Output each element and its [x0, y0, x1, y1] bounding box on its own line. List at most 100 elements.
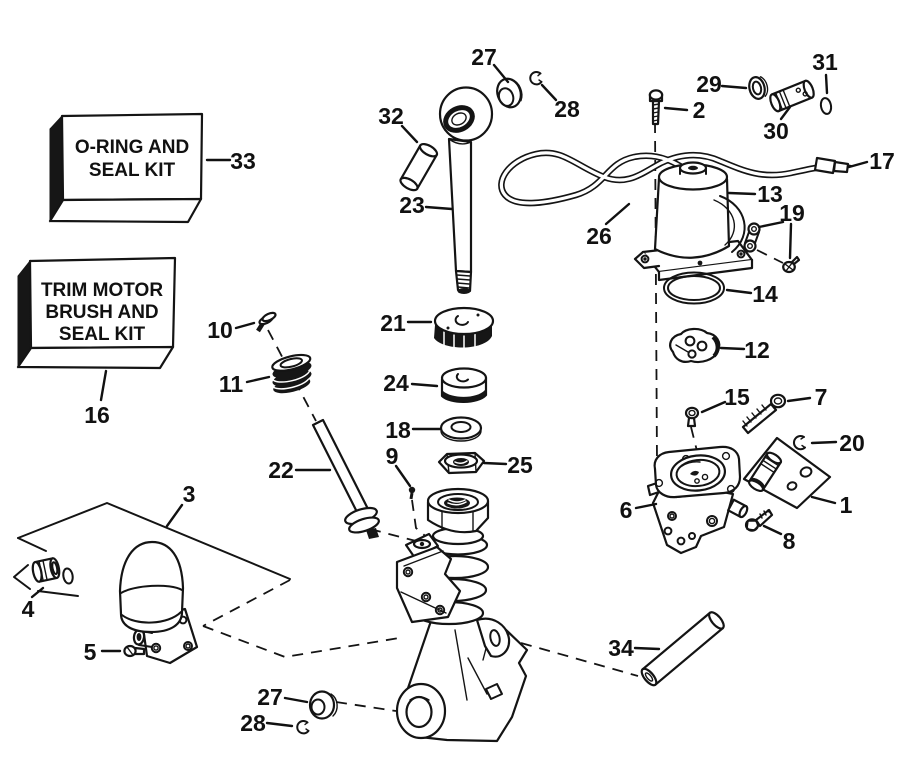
- part-13-trim-motor: [633, 161, 754, 282]
- motor-ear-hole-center: [643, 257, 647, 261]
- eye-bore-inner: [451, 112, 467, 126]
- link-hole: [747, 242, 754, 249]
- screw-threads: [742, 404, 767, 427]
- part-28-clip-top: [529, 71, 543, 86]
- coupler-end-right: [802, 79, 815, 99]
- callout-leader-10-14: [234, 321, 256, 330]
- mount-plane-3: [17, 502, 291, 580]
- callout-label-1-28: 1: [840, 492, 853, 518]
- callout-leader-34-33: [633, 646, 661, 651]
- screw-shank: [741, 402, 778, 435]
- bracket-hole-inner: [185, 643, 191, 649]
- kit-box-label-line: O-RING AND: [75, 137, 189, 158]
- callout-leader-26-10: [604, 202, 631, 226]
- motor-ear-hole-center: [739, 252, 743, 256]
- callout-label-7-21: 7: [815, 384, 828, 410]
- callout-leader-11-17: [245, 375, 271, 384]
- screw-head: [648, 89, 664, 101]
- pump-opening-inner: [675, 458, 721, 488]
- callout-label-22-26: 22: [268, 457, 294, 483]
- lug-slot: [489, 629, 501, 647]
- boss-bore: [688, 165, 698, 171]
- callout-leader-28-1: [540, 83, 558, 102]
- tip-end: [457, 288, 471, 294]
- rod-shank: [311, 418, 370, 516]
- bracket-hole-inner: [669, 513, 675, 519]
- screw-head-top: [688, 409, 696, 417]
- kit-box-trim-motor: TRIM MOTOR BRUSH AND SEAL KIT: [16, 256, 177, 370]
- part-17-connector: [813, 156, 854, 175]
- bracket-bolt-hole-inner: [405, 569, 411, 575]
- bore-threads: [447, 499, 467, 506]
- pin-stem: [409, 492, 414, 500]
- pump-detail-hole: [701, 473, 709, 481]
- callout-label-13-8: 13: [757, 181, 783, 207]
- part-26-wire-harness: [498, 149, 837, 207]
- pin-head: [408, 486, 416, 494]
- part-34-pin: [640, 611, 725, 687]
- link-arm-shank: [447, 137, 473, 274]
- bracket-hole: [663, 526, 673, 536]
- callout-label-23-9: 23: [399, 192, 425, 218]
- housing-port: [485, 683, 503, 700]
- callout-leader-24-18: [410, 382, 439, 388]
- piston-top: [440, 367, 488, 389]
- callout-leader-4-31: [30, 586, 45, 599]
- connector-tip: [832, 160, 850, 174]
- part-28-clip-bottom: [296, 720, 310, 735]
- link-hole: [751, 225, 758, 232]
- part-4-bushing: [31, 557, 61, 583]
- callout-leader-30-5: [779, 105, 792, 121]
- valve-ribs: [760, 456, 780, 474]
- pump-gear-detail: [690, 470, 699, 476]
- motor-strap-inner: [713, 199, 735, 246]
- rod-collar: [348, 516, 380, 534]
- screw-slot: [784, 262, 794, 272]
- callout-leader-19-11: [757, 220, 785, 229]
- callout-label-15-20: 15: [724, 384, 750, 410]
- cap-top: [433, 306, 495, 336]
- callout-leader-20-23: [810, 440, 838, 445]
- plate-hole: [684, 335, 696, 347]
- screw-head-hex: [746, 520, 759, 531]
- part-8-screw: [744, 508, 774, 532]
- bushing-ribs: [38, 559, 48, 582]
- guide-rod22-to-cylinder: [369, 528, 432, 546]
- retaining-clip: [296, 720, 310, 735]
- callout-leader-19-11: [788, 222, 793, 260]
- guide-motor-axis: [654, 121, 658, 465]
- screw-head: [684, 406, 700, 420]
- callout-leader-2-3: [663, 106, 689, 112]
- callout-leader-27-0: [492, 63, 510, 84]
- part-11-seal-stack: [271, 353, 312, 394]
- boss-sides: [679, 167, 707, 175]
- screw-tip: [686, 416, 697, 428]
- bracket-hole: [150, 642, 162, 654]
- callout-label-24-18: 24: [383, 370, 409, 396]
- bracket-hole: [688, 532, 696, 540]
- part-27-bushing-bottom: [308, 690, 338, 720]
- plate-hole: [687, 349, 697, 359]
- callout-leader-23-9: [424, 205, 454, 211]
- plate-hole: [799, 466, 813, 478]
- boss-end: [738, 504, 749, 519]
- retaining-clip: [792, 435, 806, 451]
- screw-threads: [652, 103, 660, 122]
- callout-label-3-30: 3: [183, 481, 196, 507]
- gland-nut-ring: [437, 493, 479, 511]
- bracket-boss-hole: [419, 541, 425, 547]
- bushing-depth: [330, 693, 338, 717]
- cap-skirt-ribs: [443, 331, 476, 353]
- bracket-hole-inner: [708, 517, 716, 525]
- callout-leader-28-35: [265, 721, 294, 728]
- washer-hole: [450, 421, 472, 433]
- callout-label-2-3: 2: [693, 97, 706, 123]
- motor-ear-hole: [736, 249, 746, 259]
- callout-label-8-29: 8: [783, 528, 796, 554]
- callout-leader-17-7: [847, 160, 869, 169]
- motor-base-bolt: [697, 260, 703, 266]
- piston-slot: [455, 373, 469, 383]
- bushing-bore: [497, 87, 515, 107]
- eyelet-bore: [405, 695, 433, 729]
